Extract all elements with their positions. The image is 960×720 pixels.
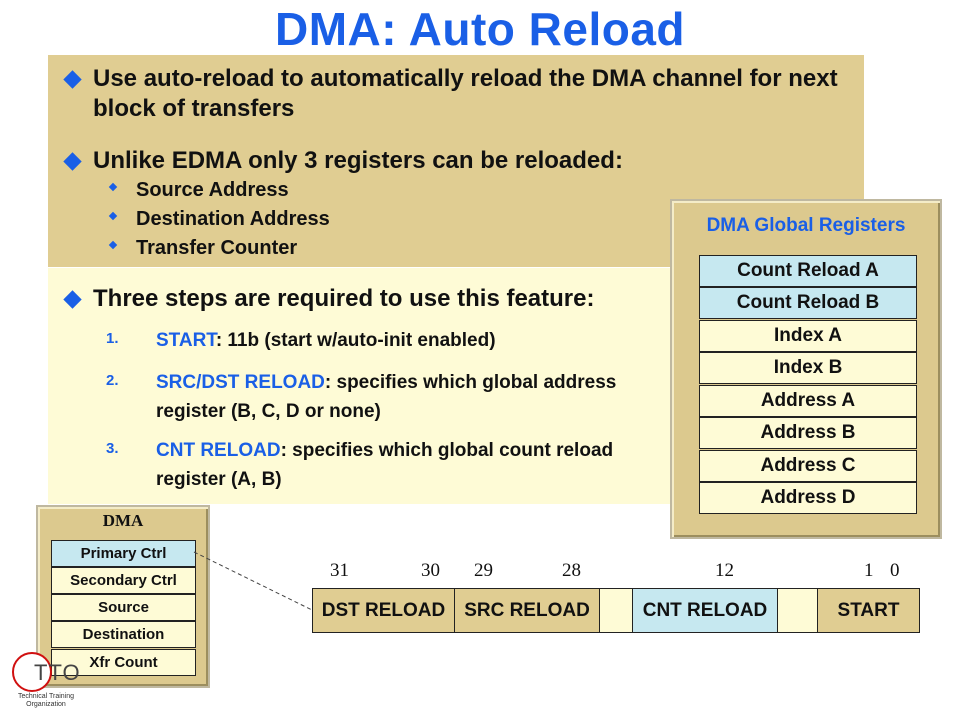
bit-number-29: 29 bbox=[474, 560, 493, 581]
dma-xfr-count: Xfr Count bbox=[51, 649, 196, 676]
field-cnt-reload: CNT RELOAD bbox=[632, 588, 778, 633]
sub-bullet-counter: Transfer Counter bbox=[108, 234, 298, 262]
intro-bullet-text: Unlike EDMA only 3 registers can be relo… bbox=[93, 147, 623, 174]
tto-logo-text: TTO bbox=[34, 660, 81, 685]
dma-destination: Destination bbox=[51, 621, 196, 648]
field-reserved-1 bbox=[599, 588, 633, 633]
bit-number-28: 28 bbox=[562, 560, 581, 581]
dma-secondary-ctrl: Secondary Ctrl bbox=[51, 567, 196, 594]
field-start: START bbox=[817, 588, 920, 633]
slide-title: DMA: Auto Reload bbox=[274, 3, 686, 55]
step-1: 1. START: 11b (start w/auto-init enabled… bbox=[106, 326, 636, 355]
step-description: : specifies which global count reload re… bbox=[156, 440, 614, 490]
bit-number-30: 30 bbox=[421, 560, 440, 581]
bit-number-1: 1 bbox=[864, 560, 874, 581]
field-reserved-2 bbox=[777, 588, 818, 633]
step-text: CNT RELOAD: specifies which global count… bbox=[156, 436, 636, 494]
intro-bullet-2: Unlike EDMA only 3 registers can be relo… bbox=[63, 146, 846, 176]
step-3: 3. CNT RELOAD: specifies which global co… bbox=[106, 436, 636, 494]
dma-source: Source bbox=[51, 594, 196, 621]
steps-heading-text: Three steps are required to use this fea… bbox=[93, 285, 595, 312]
register-count-reload-a: Count Reload A bbox=[699, 255, 917, 287]
sub-bullet-text: Source Address bbox=[136, 179, 289, 201]
field-src-reload: SRC RELOAD bbox=[454, 588, 600, 633]
register-count-reload-b: Count Reload B bbox=[699, 287, 917, 319]
bit-number-31: 31 bbox=[330, 560, 349, 581]
sub-bullet-text: Transfer Counter bbox=[136, 237, 298, 259]
step-keyword: START bbox=[156, 330, 216, 351]
field-dst-reload: DST RELOAD bbox=[312, 588, 455, 633]
register-index-b: Index B bbox=[699, 352, 917, 384]
sub-bullet-destination: Destination Address bbox=[108, 205, 330, 233]
register-address-c: Address C bbox=[699, 450, 917, 482]
step-text: SRC/DST RELOAD: specifies which global a… bbox=[156, 368, 636, 426]
global-registers-panel: DMA Global Registers Count Reload A Coun… bbox=[670, 199, 942, 539]
tto-logo-circle bbox=[12, 652, 52, 692]
step-number: 2. bbox=[106, 372, 119, 389]
register-index-a: Index A bbox=[699, 320, 917, 352]
bit-number-12: 12 bbox=[715, 560, 734, 581]
step-number: 1. bbox=[106, 330, 119, 347]
sub-bullet-source: Source Address bbox=[108, 176, 289, 204]
register-address-d: Address D bbox=[699, 482, 917, 514]
step-description: : specifies which global address registe… bbox=[156, 372, 617, 422]
dma-panel-title: DMA bbox=[102, 511, 144, 530]
dma-primary-ctrl: Primary Ctrl bbox=[51, 540, 196, 567]
tto-logo-subtitle: Technical Training Organization bbox=[17, 693, 75, 708]
step-number: 3. bbox=[106, 440, 119, 457]
step-keyword: CNT RELOAD bbox=[156, 440, 281, 461]
step-description: : 11b (start w/auto-init enabled) bbox=[215, 330, 496, 351]
intro-bullet-1: Use auto-reload to automatically reload … bbox=[63, 64, 846, 124]
bit-number-0: 0 bbox=[890, 560, 900, 581]
sub-bullet-text: Destination Address bbox=[136, 208, 330, 230]
register-address-b: Address B bbox=[699, 417, 917, 449]
global-registers-title: DMA Global Registers bbox=[706, 215, 906, 236]
step-2: 2. SRC/DST RELOAD: specifies which globa… bbox=[106, 368, 636, 426]
step-text: START: 11b (start w/auto-init enabled) bbox=[156, 326, 636, 355]
intro-bullet-text: Use auto-reload to automatically reload … bbox=[93, 65, 838, 122]
dma-channel-panel: DMA Primary Ctrl Secondary Ctrl Source D… bbox=[36, 505, 210, 688]
register-address-a: Address A bbox=[699, 385, 917, 417]
step-keyword: SRC/DST RELOAD bbox=[156, 372, 325, 393]
steps-panel bbox=[48, 268, 688, 504]
steps-heading: Three steps are required to use this fea… bbox=[63, 284, 595, 314]
